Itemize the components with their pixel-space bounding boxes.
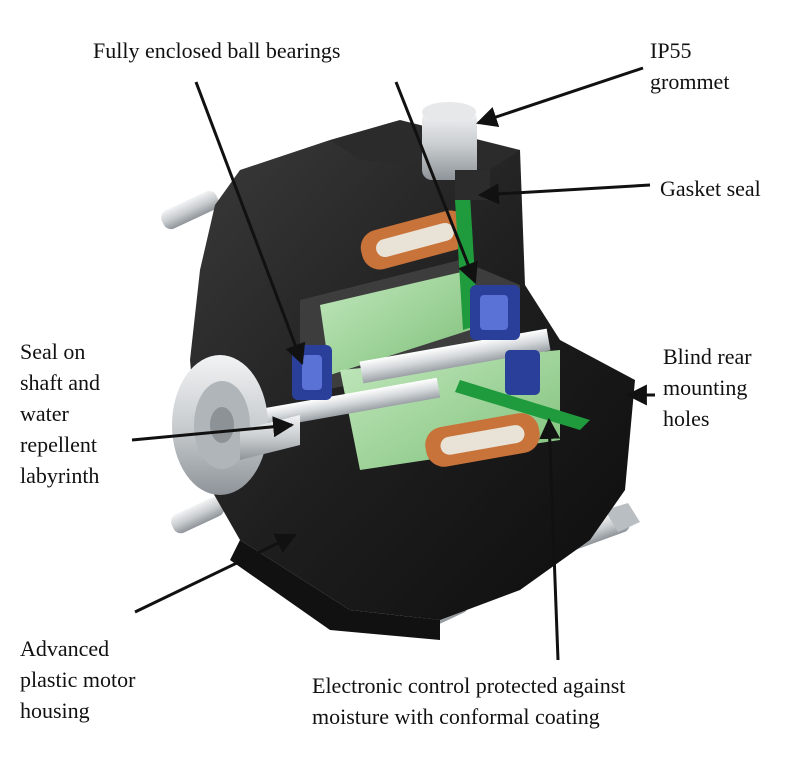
label-blind-rear-holes: Blind rear mounting holes bbox=[663, 344, 752, 431]
label-shaft-seal: Seal on shaft and water repellent labyri… bbox=[20, 339, 101, 488]
label-gasket-seal: Gasket seal bbox=[660, 176, 761, 201]
label-plastic-housing: Advanced plastic motor housing bbox=[20, 636, 136, 723]
copper-windings bbox=[360, 210, 540, 467]
callout-arrows bbox=[131, 66, 655, 661]
front-flange bbox=[172, 355, 300, 495]
label-ip55-grommet: IP55 grommet bbox=[650, 38, 730, 94]
label-electronic-control: Electronic control protected against moi… bbox=[312, 673, 626, 729]
label-ball-bearings: Fully enclosed ball bearings bbox=[93, 38, 341, 63]
